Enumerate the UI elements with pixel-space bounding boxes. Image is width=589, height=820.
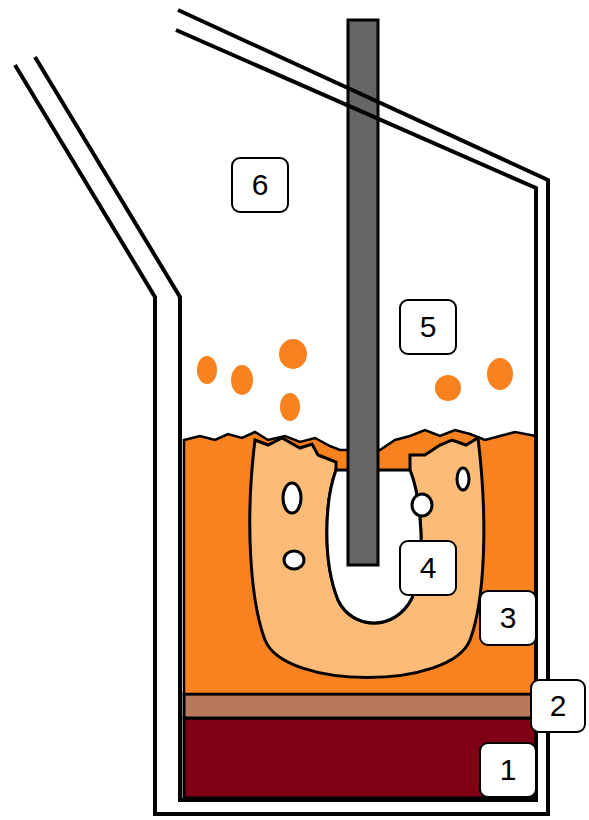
callout-box: 3 — [479, 590, 537, 646]
bottom-layer — [184, 718, 536, 798]
callout-box: 6 — [231, 157, 289, 213]
callout-box: 1 — [479, 742, 537, 798]
middle-layer — [184, 694, 536, 718]
splash-droplets — [197, 339, 513, 421]
callout-box: 5 — [399, 299, 457, 355]
callout-number: 6 — [252, 170, 269, 200]
callout-number: 5 — [420, 312, 437, 342]
callout-number: 2 — [550, 691, 567, 721]
callout-number: 1 — [500, 755, 517, 785]
furnace-wall — [15, 10, 548, 814]
callout-number: 4 — [420, 553, 437, 583]
callout-number: 3 — [500, 603, 517, 633]
callout-box: 2 — [530, 679, 586, 733]
callout-box: 4 — [399, 540, 457, 596]
